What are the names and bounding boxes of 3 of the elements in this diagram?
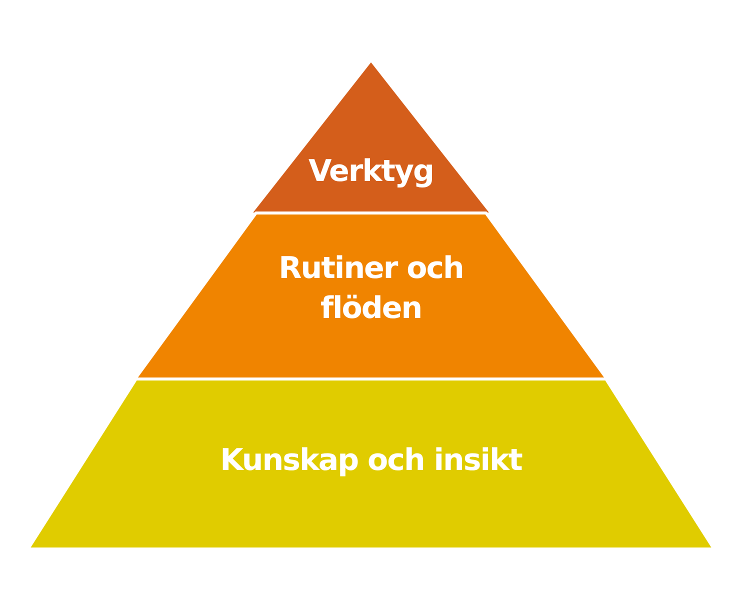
tier-label: Verktyg [307,153,435,191]
tier-label: Kunskap och insikt [219,442,524,480]
tier-label: Rutiner och flöden [278,250,464,328]
